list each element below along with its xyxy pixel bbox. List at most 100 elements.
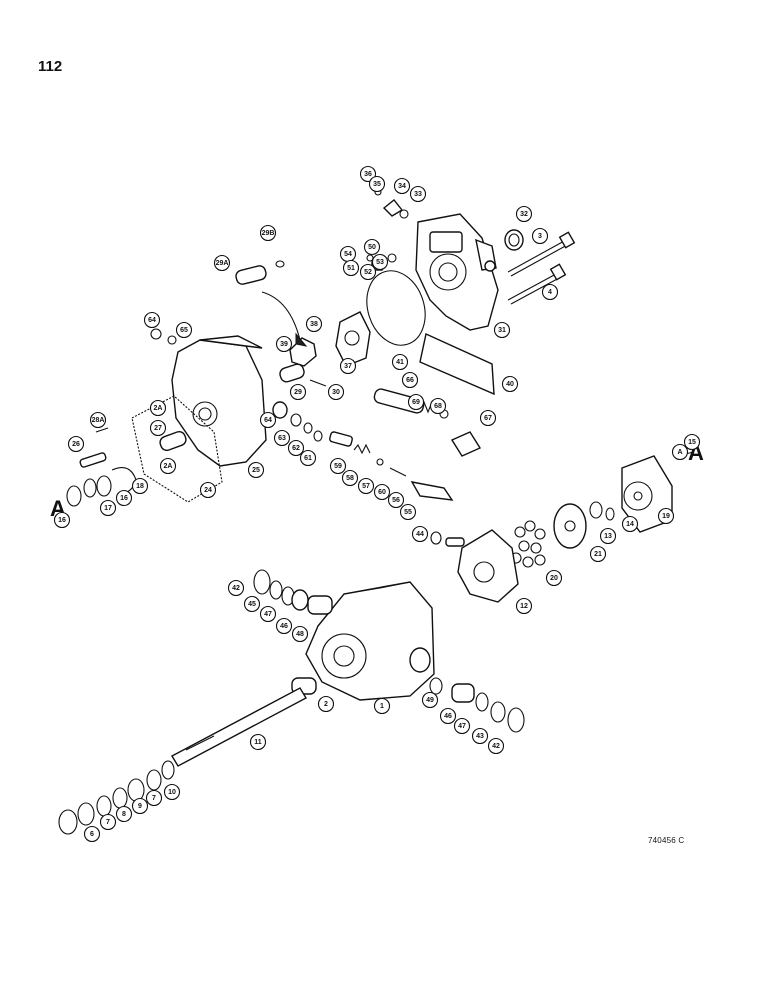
callout-28a: 28A <box>89 411 107 429</box>
svg-text:42: 42 <box>232 585 240 592</box>
callout-27: 27 <box>149 419 167 437</box>
callout-48: 48 <box>291 625 309 643</box>
callout-16: 16 <box>115 489 133 507</box>
callout-16: 16 <box>53 511 71 529</box>
callout-42: 42 <box>487 737 505 755</box>
svg-text:2: 2 <box>324 701 328 708</box>
rear-cover-group <box>235 188 576 457</box>
svg-text:3: 3 <box>538 233 542 240</box>
svg-text:60: 60 <box>378 489 386 496</box>
svg-text:42: 42 <box>492 743 500 750</box>
callout-57: 57 <box>357 477 375 495</box>
svg-text:41: 41 <box>396 359 404 366</box>
svg-text:11: 11 <box>254 739 262 746</box>
callout-53: 53 <box>371 253 389 271</box>
svg-text:46: 46 <box>280 623 288 630</box>
callout-21: 21 <box>589 545 607 563</box>
callout-24: 24 <box>199 481 217 499</box>
callout-6: 6 <box>83 825 101 843</box>
callout-30: 30 <box>327 383 345 401</box>
svg-text:43: 43 <box>476 733 484 740</box>
callout-2: 2 <box>317 695 335 713</box>
callout-36: 36 <box>359 165 377 183</box>
callout-10: 10 <box>163 783 181 801</box>
svg-text:32: 32 <box>520 211 528 218</box>
svg-text:16: 16 <box>58 517 66 524</box>
svg-text:55: 55 <box>404 509 412 516</box>
callout-32: 32 <box>515 205 533 223</box>
callout-a: A <box>671 443 689 461</box>
callout-59: 59 <box>329 457 347 475</box>
svg-text:44: 44 <box>416 531 424 538</box>
svg-text:53: 53 <box>376 259 384 266</box>
callout-61: 61 <box>299 449 317 467</box>
svg-text:2A: 2A <box>154 405 163 412</box>
main-housing-group <box>58 569 525 835</box>
svg-text:47: 47 <box>458 723 466 730</box>
svg-text:47: 47 <box>264 611 272 618</box>
svg-text:29A: 29A <box>216 260 229 267</box>
callout-44: 44 <box>411 525 429 543</box>
svg-text:36: 36 <box>364 171 372 178</box>
callout-54: 54 <box>339 245 357 263</box>
callout-2a: 2A <box>149 399 167 417</box>
callout-35: 35 <box>368 175 386 193</box>
svg-text:66: 66 <box>406 377 414 384</box>
svg-text:28A: 28A <box>92 417 105 424</box>
svg-text:17: 17 <box>104 505 112 512</box>
callout-1: 1 <box>373 697 391 715</box>
svg-text:33: 33 <box>414 191 422 198</box>
svg-text:26: 26 <box>72 441 80 448</box>
svg-text:59: 59 <box>334 463 342 470</box>
svg-text:45: 45 <box>248 601 256 608</box>
svg-text:1: 1 <box>380 703 384 710</box>
svg-text:27: 27 <box>154 425 162 432</box>
callout-42: 42 <box>227 579 245 597</box>
svg-text:56: 56 <box>392 497 400 504</box>
callout-29b: 29B <box>259 224 277 242</box>
svg-text:A: A <box>677 449 682 456</box>
svg-text:58: 58 <box>346 475 354 482</box>
svg-text:40: 40 <box>506 381 514 388</box>
callout-20: 20 <box>545 569 563 587</box>
svg-text:29: 29 <box>294 389 302 396</box>
rotating-group <box>430 451 695 603</box>
callout-7: 7 <box>145 789 163 807</box>
callout-19: 19 <box>657 507 675 525</box>
svg-text:24: 24 <box>204 487 212 494</box>
svg-text:21: 21 <box>594 551 602 558</box>
svg-text:65: 65 <box>180 327 188 334</box>
callout-7: 7 <box>99 813 117 831</box>
callout-3: 3 <box>531 227 549 245</box>
callout-18: 18 <box>131 477 149 495</box>
callout-64: 64 <box>259 411 277 429</box>
callout-25: 25 <box>247 461 265 479</box>
front-housing-group <box>66 328 454 507</box>
callout-4: 4 <box>541 283 559 301</box>
callout-55: 55 <box>399 503 417 521</box>
callout-67: 67 <box>479 409 497 427</box>
svg-text:64: 64 <box>148 317 156 324</box>
callout-46: 46 <box>439 707 457 725</box>
callout-63: 63 <box>273 429 291 447</box>
svg-text:38: 38 <box>310 321 318 328</box>
svg-text:51: 51 <box>347 265 355 272</box>
callout-29: 29 <box>289 383 307 401</box>
callout-17: 17 <box>99 499 117 517</box>
page-number: 112 <box>38 58 63 75</box>
svg-text:19: 19 <box>662 513 670 520</box>
svg-text:9: 9 <box>138 803 142 810</box>
callout-50: 50 <box>363 238 381 256</box>
svg-text:10: 10 <box>168 789 176 796</box>
svg-text:14: 14 <box>626 521 634 528</box>
svg-text:67: 67 <box>484 415 492 422</box>
svg-text:63: 63 <box>278 435 286 442</box>
callout-49: 49 <box>421 691 439 709</box>
svg-text:52: 52 <box>364 269 372 276</box>
callout-45: 45 <box>243 595 261 613</box>
drawing-id: 740456 C <box>648 836 685 845</box>
svg-text:15: 15 <box>688 439 696 446</box>
callout-60: 60 <box>373 483 391 501</box>
callout-68: 68 <box>429 397 447 415</box>
